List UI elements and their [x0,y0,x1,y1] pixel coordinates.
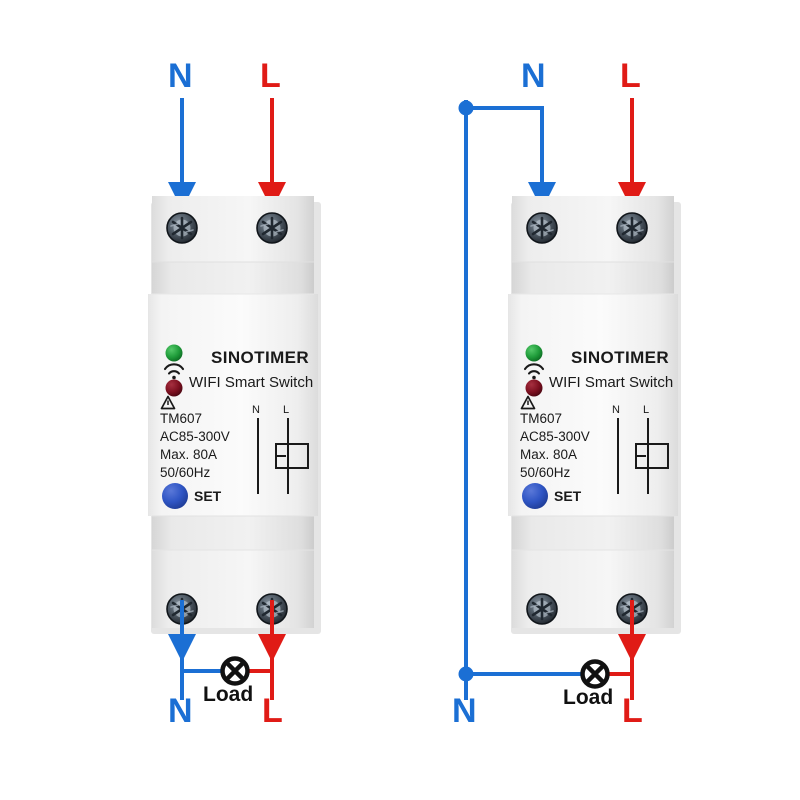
status-led-green [165,344,183,362]
terminal-screw-top-live [255,211,289,245]
device-brand: SINOTIMER [571,348,670,367]
junction-dot-top [458,100,474,116]
wire-bypass-neutral-branch [466,106,556,210]
supply-neutral-label: N [168,57,193,95]
status-led-green [525,344,543,362]
terminal-screw-top-neutral [165,211,199,245]
device-product-name: WIFI Smart Switch [549,374,674,391]
load-neutral-label: N [452,692,477,730]
schematic-live-label: L [643,404,650,416]
supply-live-label: L [620,57,641,95]
load-live-label: L [262,692,283,730]
load-lamp-icon [583,662,608,687]
set-button[interactable] [522,483,548,509]
schematic-neutral-label: N [252,404,260,416]
set-button[interactable] [162,483,188,509]
device-voltage: AC85-300V [520,429,590,444]
device-product-name: WIFI Smart Switch [189,374,314,391]
junction-dot-bottom [458,666,474,682]
schematic-live-label: L [283,404,290,416]
terminal-screw-top-neutral [525,211,559,245]
supply-live-label: L [260,57,281,95]
load-neutral-label: N [168,692,193,730]
schematic-neutral-label: N [612,404,620,416]
device-model: TM607 [520,411,563,426]
supply-neutral-label: N [521,57,546,95]
diagram-left [147,98,322,700]
device-frequency: 50/60Hz [160,465,211,480]
device-model: TM607 [160,411,203,426]
terminal-screw-bottom-neutral [525,592,559,626]
device-voltage: AC85-300V [160,429,230,444]
load-label: Load [563,686,614,709]
device-brand: SINOTIMER [211,348,310,367]
terminal-screw-top-live [615,211,649,245]
device-current: Max. 80A [520,447,578,462]
status-led-red [525,379,543,397]
load-live-label: L [622,692,643,730]
device-current: Max. 80A [160,447,218,462]
device-frequency: 50/60Hz [520,465,571,480]
load-label: Load [203,683,254,706]
status-led-red [165,379,183,397]
diagram-right [458,98,682,700]
load-lamp-icon [223,659,248,684]
set-button-label: SET [194,488,222,504]
set-button-label: SET [554,488,582,504]
